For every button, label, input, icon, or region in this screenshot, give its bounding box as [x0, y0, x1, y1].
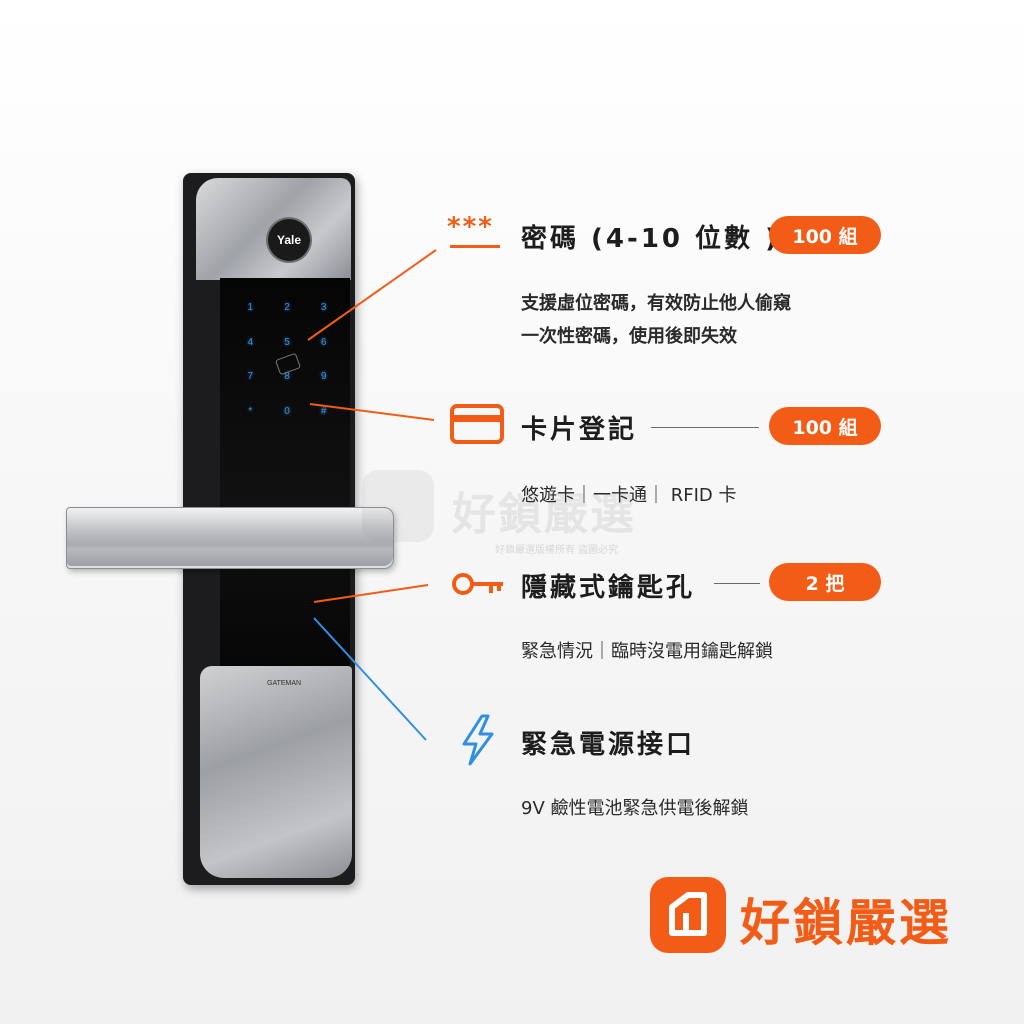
- lightning-icon: [462, 714, 494, 766]
- feature-desc-password-2: 一次性密碼，使用後即失效: [521, 326, 737, 347]
- feature-title-power: 緊急電源接口: [521, 730, 696, 760]
- keypad-key: 9: [320, 371, 327, 382]
- gateman-plate: GATEMAN: [267, 680, 302, 687]
- badge-password-count: 100 組: [769, 216, 881, 254]
- keypad-key: 2: [284, 302, 290, 313]
- callout-line-keyhole: [313, 584, 429, 603]
- callout-line-power: [313, 617, 427, 741]
- key-icon: [452, 573, 503, 595]
- badge-card-count: 100 組: [769, 407, 881, 445]
- password-underline: [450, 245, 500, 248]
- lock-touch-panel: [220, 278, 350, 668]
- watermark-copyright: 好鎖嚴選版權所有 盜圖必究: [495, 545, 619, 556]
- brand-logo-icon: [650, 877, 726, 953]
- keypad-key: 5: [284, 336, 290, 348]
- yale-logo: Yale: [268, 219, 310, 261]
- feature-desc-keyhole: 緊急情況｜臨時沒電用鑰匙解鎖: [521, 641, 773, 662]
- callout-line-card: [309, 403, 435, 421]
- divider-card: [651, 427, 759, 428]
- feature-desc-card: 悠遊卡｜一卡通｜ RFID 卡: [521, 485, 737, 506]
- watermark-text: 好鎖嚴選: [452, 489, 636, 540]
- callout-line-password: [307, 249, 437, 341]
- keypad-key: 0: [284, 405, 290, 417]
- keypad-key: *: [248, 405, 253, 417]
- feature-title-password: 密碼 (4-10 位數 ): [521, 224, 780, 254]
- watermark-logo-icon: [362, 470, 434, 542]
- feature-title-keyhole: 隱藏式鑰匙孔: [521, 573, 696, 603]
- keypad: 1 2 3 4 5 6 7 8 9 * 0 #: [232, 302, 342, 432]
- keypad-key: 1: [247, 302, 254, 313]
- password-asterisk-icon: ***: [447, 212, 494, 242]
- feature-title-card: 卡片登記: [521, 415, 638, 445]
- divider-keyhole: [714, 583, 760, 584]
- keypad-key: 6: [320, 336, 327, 348]
- keypad-key: 7: [247, 371, 254, 382]
- keypad-key: 3: [320, 302, 327, 313]
- keypad-key: #: [320, 405, 327, 417]
- card-icon: [450, 404, 504, 444]
- feature-desc-power: 9V 鹼性電池緊急供電後解鎖: [521, 798, 749, 819]
- badge-key-count: 2 把: [769, 563, 881, 601]
- keypad-key: 4: [247, 336, 254, 348]
- feature-desc-password-1: 支援虛位密碼，有效防止他人偷窺: [521, 293, 791, 314]
- brand-name: 好鎖嚴選: [740, 894, 952, 952]
- keypad-key: 8: [284, 371, 290, 382]
- lever-handle: [66, 507, 394, 569]
- lock-bottom-cover: [200, 666, 352, 878]
